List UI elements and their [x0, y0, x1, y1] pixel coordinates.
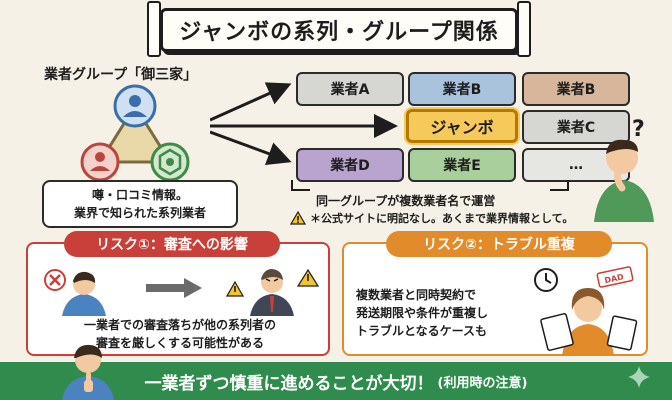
member-blue-icon [113, 84, 157, 128]
risk2-line1: 複数業者と同時契約で [356, 288, 477, 302]
sparkle-icon [628, 366, 650, 388]
thumbs-up-person-icon [62, 344, 114, 400]
risk1-line2: 審査を厳しくする可能性がある [95, 336, 264, 350]
same-group-bracket [291, 180, 569, 191]
stressed-woman-icon: DAD [534, 266, 638, 356]
risk1-label: リスク①：審査への影響 [64, 231, 280, 257]
connection-arrows [210, 82, 398, 166]
group-title: 業者グループ「御三家」 [44, 67, 198, 83]
page-title-text: ジャンボの系列・グループ関係 [179, 20, 499, 45]
banner-sub-text: (利用時の注意) [437, 375, 528, 391]
note: ＊公式サイトに明記なし。あくまで業界情報として。 [290, 210, 573, 226]
risk1-line1: 一業者での審査落ちが他の系列者の [83, 318, 276, 332]
page-title: ジャンボの系列・グループ関係 [147, 1, 531, 57]
rejected-applicant-icon [44, 269, 106, 316]
risk2-description: 複数業者と同時契約で 発送期限や条件が重複し トラブルとなるケースも [356, 286, 546, 340]
document-icon [540, 313, 574, 351]
member-red-icon [80, 142, 120, 182]
banner-main-text: 一業者ずつ慎重に進めることが大切！ [144, 373, 434, 394]
note-text: ＊公式サイトに明記なし。あくまで業界情報として。 [310, 212, 574, 225]
business-box-janbo: ジャンボ [406, 109, 518, 143]
business-box-d: 業者D [296, 148, 404, 182]
document-icon-2 [606, 315, 638, 351]
business-box-b-brown: 業者B [522, 72, 630, 106]
clock-icon [534, 268, 558, 292]
strict-examiner-icon [226, 268, 320, 316]
risk2-line2: 発送期限や条件が重複し [356, 306, 489, 320]
same-group-label: 同一グループが複数業者名で運営 [316, 194, 496, 208]
warning-icon [290, 211, 306, 225]
right-arrow-icon [146, 278, 202, 298]
business-box-a: 業者A [296, 72, 404, 106]
business-box-b-blue: 業者B [408, 72, 516, 106]
group-caption-line1: 噂・口コミ情報。 [91, 188, 188, 202]
risk2-label: リスク②：トラブル重複 [386, 231, 612, 257]
group-network-diagram [80, 84, 190, 182]
svg-text:?: ? [632, 118, 645, 142]
svg-text:DAD: DAD [604, 272, 625, 285]
thinking-person-icon: ? [594, 118, 654, 222]
business-box-c: 業者C [522, 110, 630, 144]
group-caption-line2: 業界で知られた系列業者 [73, 206, 206, 220]
group-caption: 噂・口コミ情報。 業界で知られた系列業者 [42, 180, 238, 228]
deadline-stamp-icon: DAD [596, 266, 634, 288]
risk1-description: 一業者での審査落ちが他の系列者の 審査を厳しくする可能性がある [30, 316, 330, 352]
business-box-e: 業者E [408, 148, 516, 182]
risk2-line3: トラブルとなるケースも [356, 324, 488, 338]
member-green-icon [150, 142, 190, 182]
